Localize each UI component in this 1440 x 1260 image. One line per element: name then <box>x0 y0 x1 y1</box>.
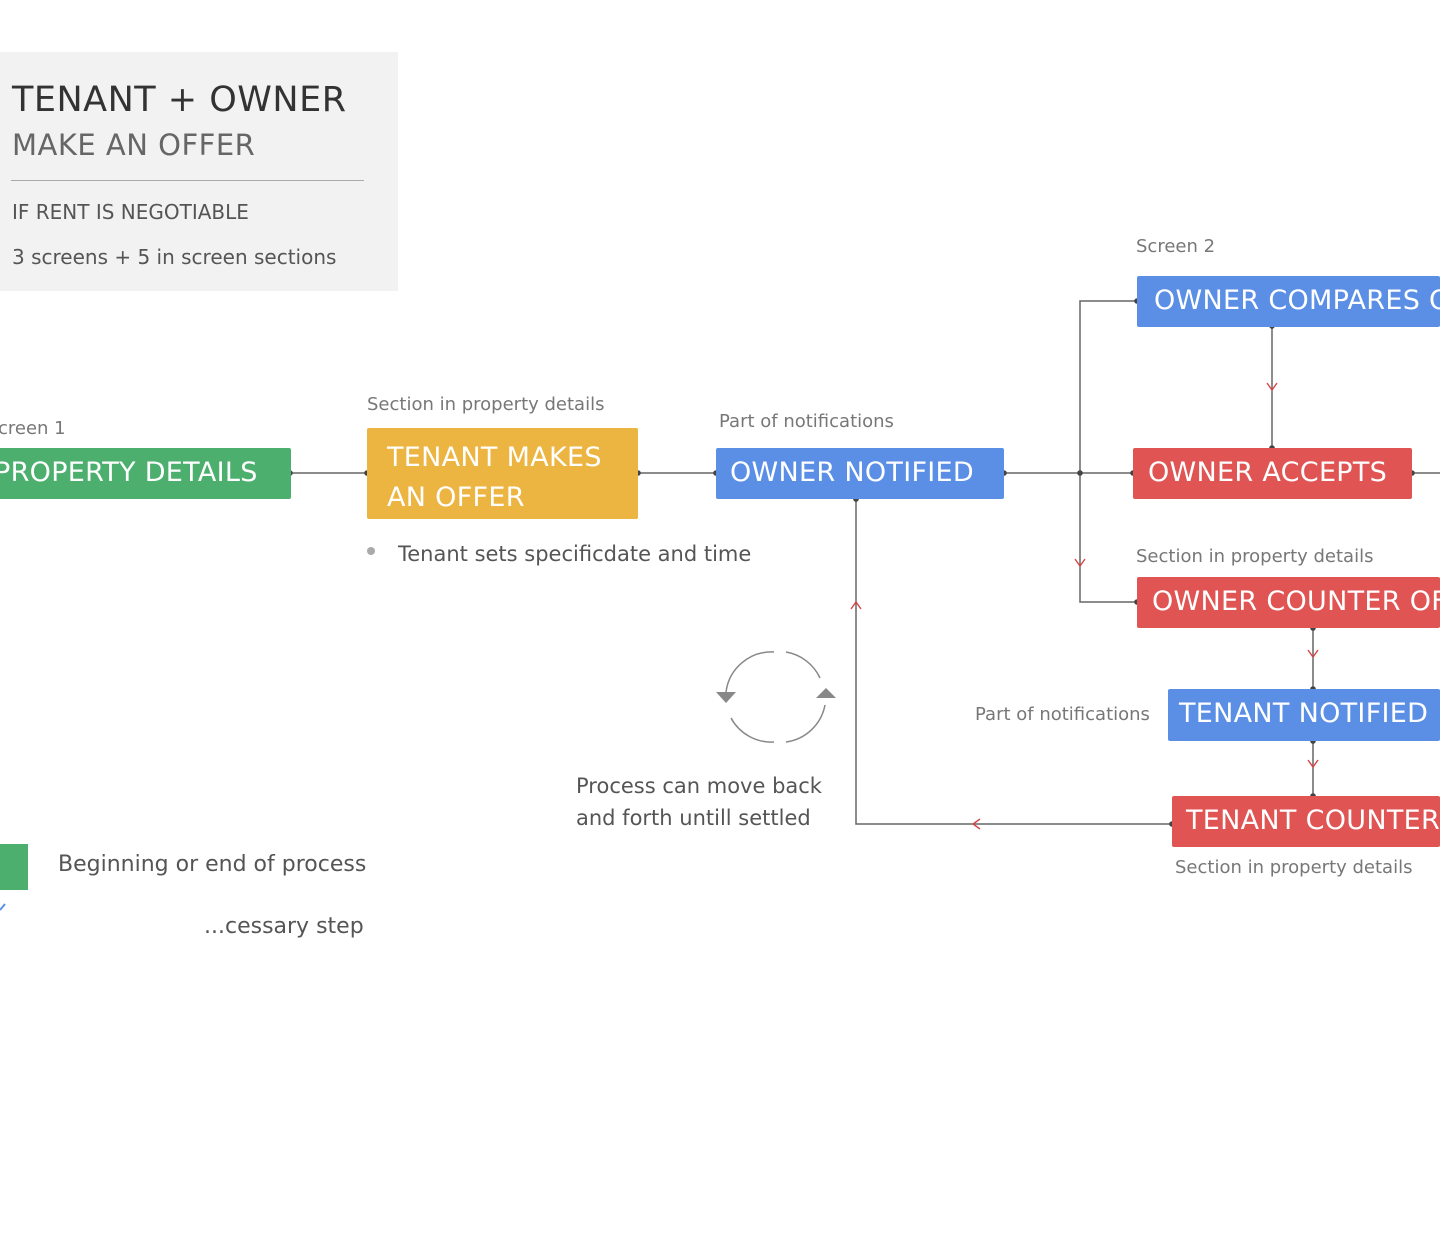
link-counter-loop-back <box>855 499 1172 825</box>
node-tenant-notified-label: TENANT NOTIFIED <box>1179 698 1429 729</box>
cycle-note-line2: and forth untill settled <box>576 806 811 830</box>
arrow-down-icon <box>1307 649 1319 659</box>
node-owner-compares: OWNER COMPARES O <box>1137 276 1440 327</box>
node-owner-accepts: OWNER ACCEPTS <box>1133 448 1412 499</box>
arrow-down-icon <box>1266 382 1278 392</box>
caption-owner-counter: Section in property details <box>1136 546 1374 567</box>
node-owner-notified: OWNER NOTIFIED <box>716 448 1004 499</box>
node-tenant-makes-offer-line2: AN OFFER <box>387 482 525 513</box>
cycle-icon <box>716 651 836 743</box>
link-branch-trunk <box>1079 300 1137 603</box>
node-owner-accepts-label: OWNER ACCEPTS <box>1148 457 1388 488</box>
caption-tenant-makes-offer: Section in property details <box>367 394 605 415</box>
legend-partial-icon <box>0 903 6 911</box>
diagram-subtitle: MAKE AN OFFER <box>12 128 256 162</box>
node-owner-notified-label: OWNER NOTIFIED <box>730 457 974 488</box>
legend-label-start-end: Beginning or end of process <box>58 852 367 877</box>
cycle-note-line1: Process can move back <box>576 774 822 798</box>
node-owner-counter-offer-label: OWNER COUNTER OF <box>1152 586 1440 617</box>
caption-screen-2: Screen 2 <box>1136 236 1216 257</box>
arrow-left-icon <box>971 818 981 830</box>
node-tenant-counter-label: TENANT COUNTER <box>1186 805 1440 836</box>
node-owner-counter-offer: OWNER COUNTER OF <box>1137 577 1440 628</box>
arrow-down-icon <box>1307 759 1319 769</box>
arrow-down-icon <box>1074 558 1086 568</box>
junction-dot <box>1077 470 1083 476</box>
caption-screen-1: creen 1 <box>0 418 66 439</box>
node-tenant-counter: TENANT COUNTER <box>1172 796 1440 847</box>
node-tenant-makes-offer-line1: TENANT MAKES <box>387 442 602 473</box>
node-tenant-notified: TENANT NOTIFIED <box>1168 689 1440 741</box>
bullet-tenant-sets-date: Tenant sets specificdate and time <box>398 542 752 566</box>
caption-tenant-counter: Section in property details <box>1175 857 1413 878</box>
legend-swatch-start-end <box>0 844 28 890</box>
diagram-screen-count: 3 screens + 5 in screen sections <box>12 245 337 269</box>
node-owner-compares-label: OWNER COMPARES O <box>1154 285 1440 316</box>
caption-tenant-notified: Part of notifications <box>975 704 1150 725</box>
node-property-details: PROPERTY DETAILS <box>0 448 291 499</box>
diagram-condition: IF RENT IS NEGOTIABLE <box>12 200 249 224</box>
node-tenant-makes-offer: TENANT MAKES AN OFFER <box>367 428 638 519</box>
diagram-title: TENANT + OWNER <box>12 80 347 120</box>
caption-owner-notified: Part of notifications <box>719 411 894 432</box>
title-box <box>0 52 398 291</box>
bullet-dot <box>367 547 375 555</box>
legend-label-necessary-step: ...cessary step <box>204 914 364 939</box>
node-property-details-label: PROPERTY DETAILS <box>0 457 258 488</box>
title-divider <box>11 180 364 181</box>
arrow-up-icon <box>850 600 862 610</box>
